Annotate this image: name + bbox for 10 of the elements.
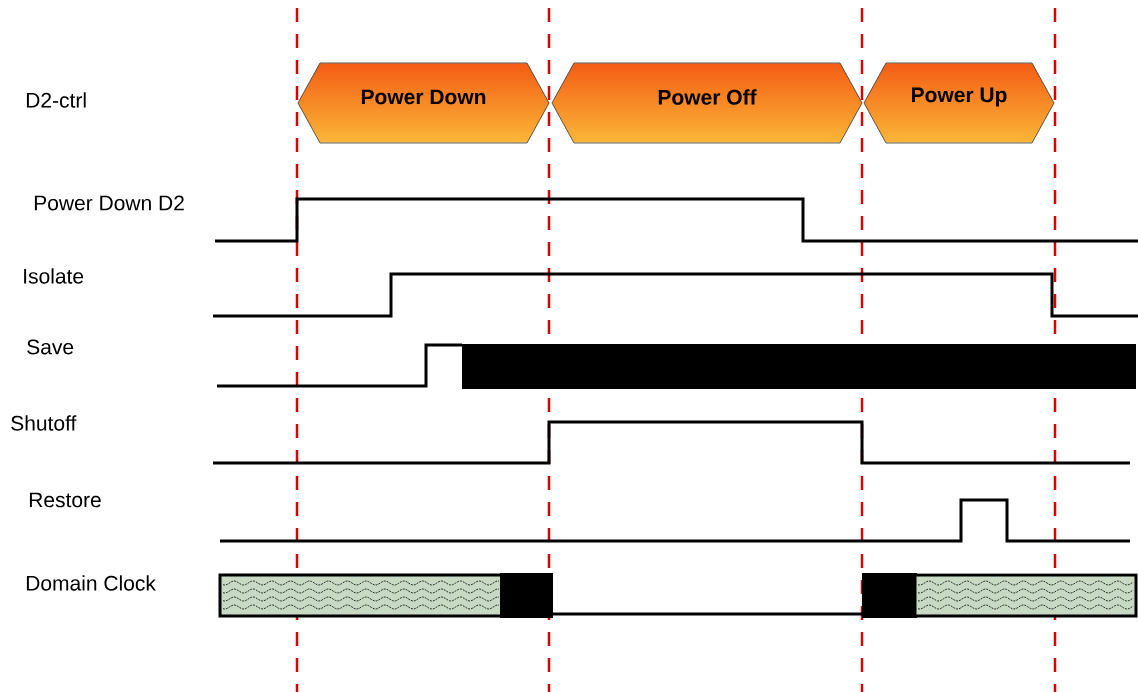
signal-label: Domain Clock [26, 575, 156, 591]
signal-label: Shutoff [11, 415, 77, 431]
signal-label: Restore [29, 492, 101, 508]
phase-hexagon: Power Down [297, 62, 550, 144]
signal-label: D2-ctrl [26, 92, 86, 108]
phase-hexagon: Power Up [863, 62, 1055, 144]
signal-label: Save [27, 339, 74, 355]
signal-label: Isolate [24, 268, 84, 284]
phase-hexagon: Power Off [551, 62, 863, 144]
signal-label: Power Down D2 [34, 195, 184, 211]
